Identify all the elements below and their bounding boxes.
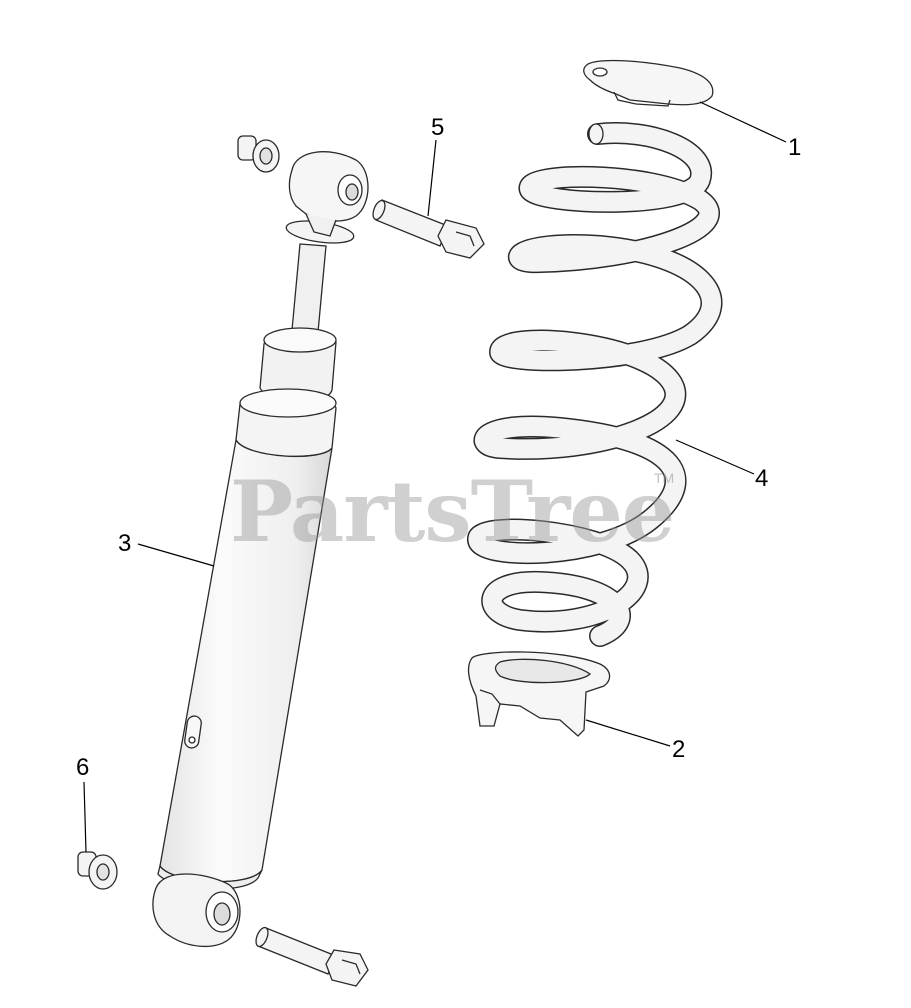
callout-4: 4 xyxy=(755,465,769,492)
callout-1: 1 xyxy=(788,134,802,161)
callout-2: 2 xyxy=(672,736,686,763)
leader-5 xyxy=(427,139,437,217)
upper-spring-seat xyxy=(583,59,714,107)
leader-6 xyxy=(83,781,87,853)
lower-bushing xyxy=(77,851,118,890)
callout-6: 6 xyxy=(76,754,90,781)
parts-tree-watermark: PartsTree xyxy=(230,462,675,561)
callout-5: 5 xyxy=(431,114,445,141)
leader-1 xyxy=(699,101,787,143)
upper-bushing xyxy=(237,135,280,173)
leader-2 xyxy=(585,719,671,747)
upper-bolt xyxy=(372,199,485,259)
leader-3 xyxy=(137,543,215,567)
callout-3: 3 xyxy=(118,530,132,557)
lower-bolt xyxy=(255,926,369,987)
lower-spring-seat xyxy=(467,651,611,737)
leader-lines xyxy=(83,101,787,853)
leader-4 xyxy=(675,439,755,475)
shock-absorber xyxy=(152,151,369,948)
trademark-symbol: TM xyxy=(654,470,675,486)
coil-spring xyxy=(467,122,723,647)
